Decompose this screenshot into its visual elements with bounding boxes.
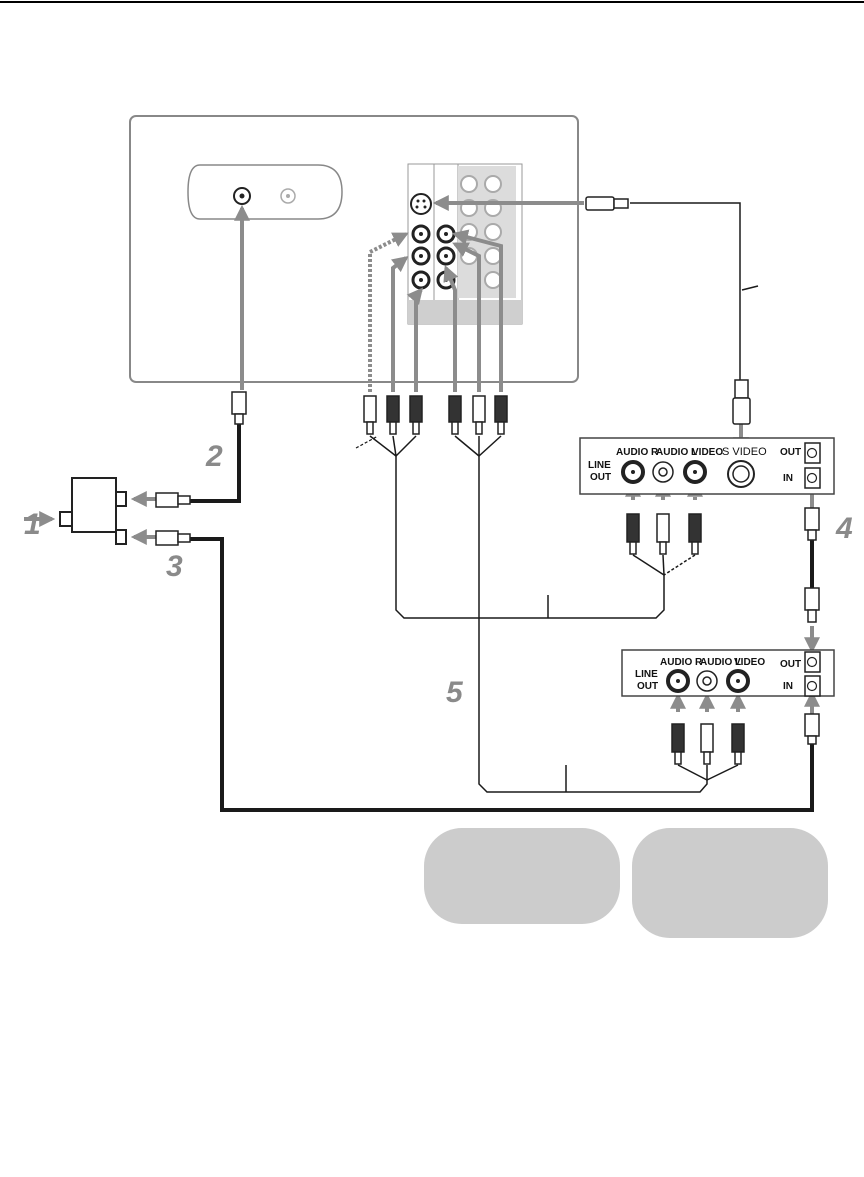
step-number-2: 2 (205, 440, 223, 473)
tv-rear-panel (129, 115, 579, 383)
vcr1-panel: AUDIO R AUDIO L VIDEO S VIDEO LINE OUT O… (579, 437, 835, 495)
callout-bubble-right (632, 828, 828, 938)
step-number-1: 1 (24, 508, 41, 541)
vcr1-rca-plugs (626, 513, 702, 555)
step-number-4: 4 (835, 512, 853, 545)
vcr2-line-label: LINE (635, 669, 658, 680)
tv-input-arrows (390, 229, 503, 392)
antenna-splitter (59, 477, 127, 545)
step-number-5: 5 (446, 676, 464, 709)
vcr2-rca-plugs (671, 723, 745, 765)
tv-svideo-jack (410, 193, 432, 215)
step-number-3: 3 (166, 550, 183, 583)
av-cable-vcr1-video-optional (663, 554, 696, 576)
av-cable-vcr2 (478, 456, 708, 793)
tv-antenna-housing (187, 164, 343, 220)
coax-cable-to-tv (190, 422, 241, 503)
coax-connectors (155, 391, 820, 745)
vcr1-in-label: IN (783, 473, 793, 484)
vcr2-audio-r-label: AUDIO R (660, 657, 703, 668)
coax-cables (190, 422, 814, 812)
tv-rca-plugs (363, 395, 508, 435)
svideo-cable (630, 202, 741, 380)
av-cables (369, 202, 759, 793)
vcr1-out-label: OUT (780, 447, 801, 458)
svideo-plugs (585, 196, 751, 425)
vcr2-line-out-label: OUT (637, 681, 658, 692)
vcr1-line-out-label: OUT (590, 472, 611, 483)
vcr2-out-label: OUT (780, 659, 801, 670)
vcr2-in-label: IN (783, 681, 793, 692)
vcr1-svideo-label: S VIDEO (722, 446, 767, 458)
tv-input-panel (407, 163, 523, 325)
vcr2-audio-l-label: AUDIO L (700, 657, 741, 668)
callout-bubble-left (424, 828, 620, 924)
vcr1-line-label: LINE (588, 460, 611, 471)
tv-input-arrow-optional (368, 232, 409, 392)
vcr2-panel: AUDIO R AUDIO L VIDEO LINE OUT OUT IN (621, 649, 835, 697)
vcr1-video-label: VIDEO (692, 447, 723, 458)
vcr1-audio-r-label: AUDIO R (616, 447, 659, 458)
vcr1-audio-l-label: AUDIO L (656, 447, 697, 458)
vcr2-video-label: VIDEO (734, 657, 765, 668)
coax-cable-to-vcr2 (190, 537, 814, 812)
av-cable-vcr1 (395, 456, 665, 619)
